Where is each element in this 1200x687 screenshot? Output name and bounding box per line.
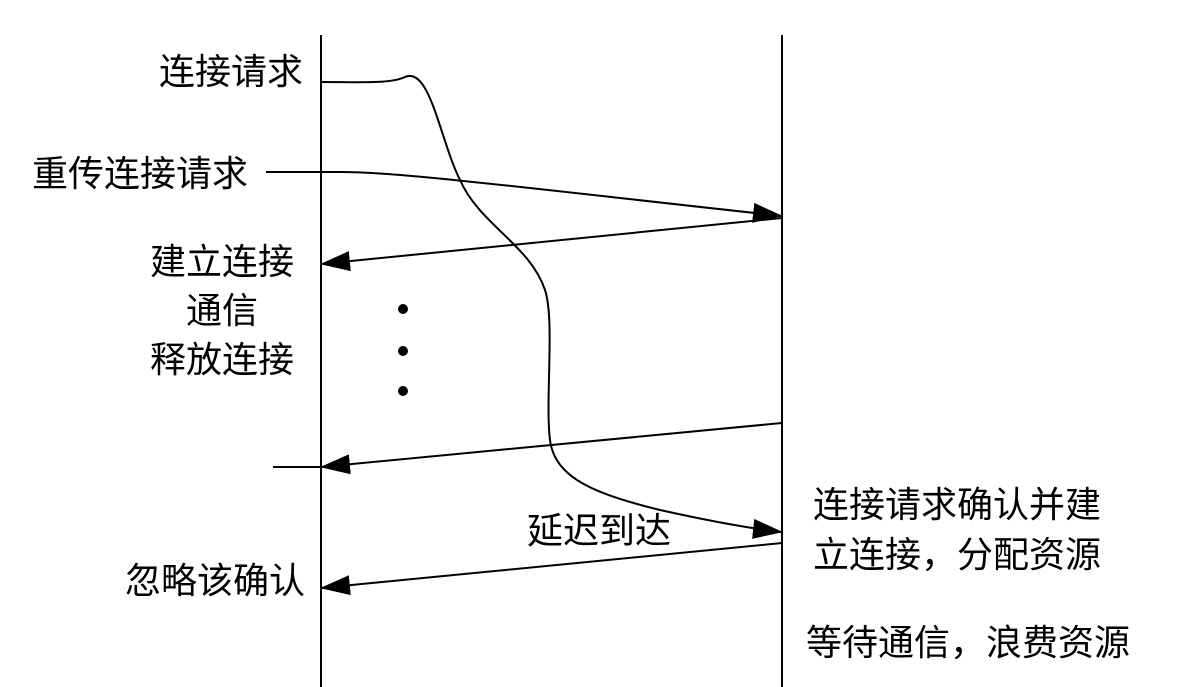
- label-confirm-line-1: 连接请求确认并建: [813, 485, 1101, 526]
- ellipsis-dot-1: [398, 304, 408, 314]
- label-release-connection: 释放连接: [150, 340, 294, 381]
- label-delayed-arrival: 延迟到达: [527, 511, 671, 552]
- retransmit-request-arrow: [266, 171, 783, 223]
- label-retransmit-request: 重传连接请求: [32, 154, 248, 195]
- label-connection-request: 连接请求: [159, 52, 303, 93]
- label-ignore-confirmation: 忽略该确认: [125, 561, 305, 602]
- label-communication: 通信: [186, 291, 258, 332]
- label-waiting: 等待通信，浪费资源: [806, 623, 1130, 664]
- ellipsis-dot-3: [398, 386, 408, 396]
- establish-connection-arrow: [320, 217, 783, 272]
- delayed-request-curve: [320, 74, 783, 539]
- ignored-confirmation-arrow: [320, 542, 783, 596]
- ellipsis-dot-2: [398, 346, 408, 356]
- label-confirm-line-2: 立连接，分配资源: [813, 535, 1101, 576]
- release-connection-arrow: [320, 422, 783, 475]
- label-establish-connection: 建立连接: [150, 242, 294, 283]
